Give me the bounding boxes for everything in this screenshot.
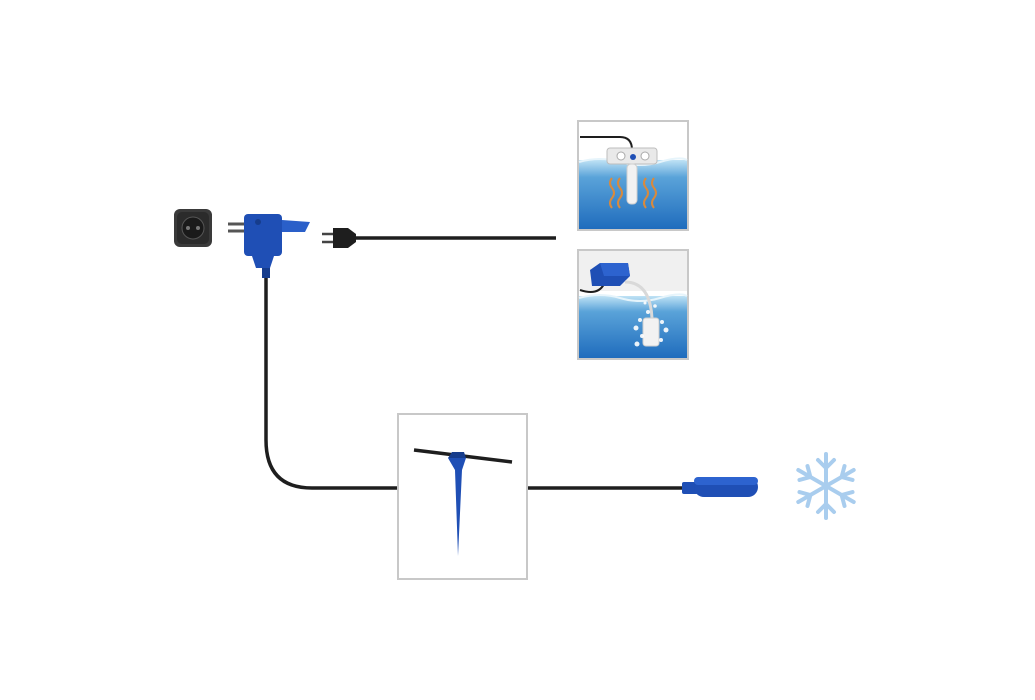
- mains-plug-icon: [322, 228, 356, 248]
- pond-heater-icon: [577, 120, 689, 231]
- ground-spike-icon: [397, 413, 528, 580]
- air-pump-icon: [577, 249, 689, 360]
- snowflake-icon: [792, 452, 860, 520]
- temperature-sensor-icon: [682, 477, 758, 497]
- sensor-cable: [264, 275, 398, 490]
- wall-socket-icon: [174, 209, 212, 247]
- thermostat-plug-icon: [228, 214, 310, 278]
